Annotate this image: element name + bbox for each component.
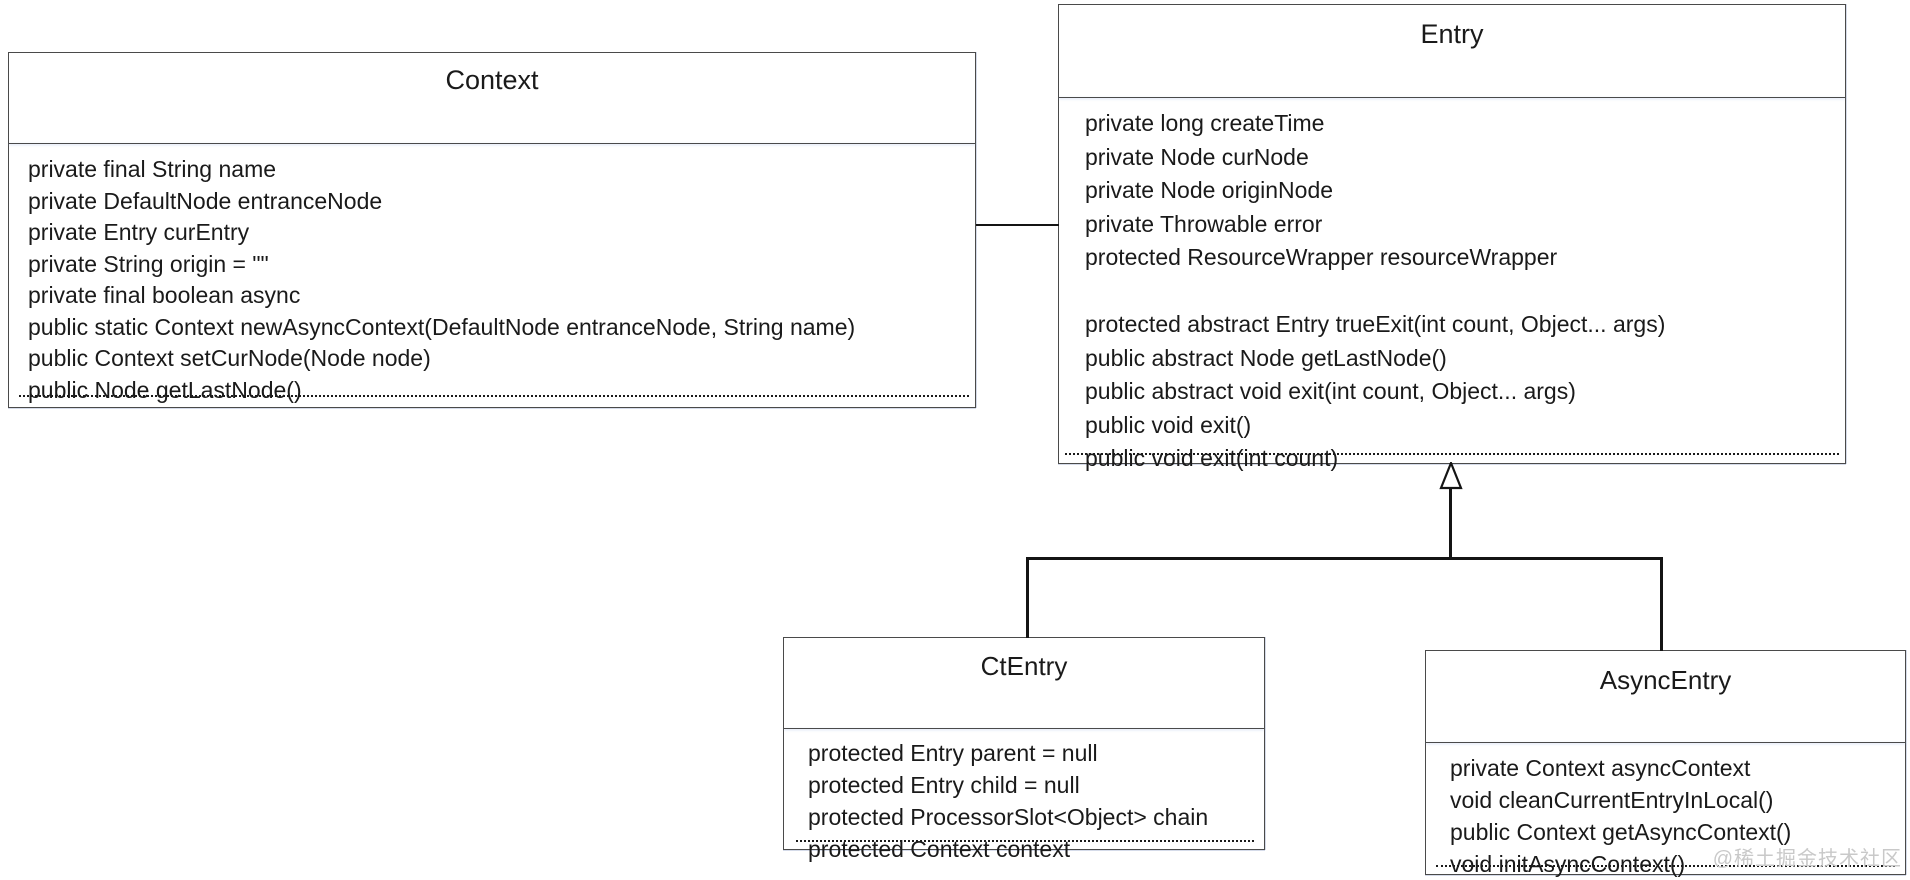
generalization-branch-asyncentry xyxy=(1660,557,1663,651)
class-member: protected Context context xyxy=(808,836,1071,862)
class-member: private Node originNode xyxy=(1085,177,1334,203)
class-member: public abstract void exit(int count, Obj… xyxy=(1085,378,1576,404)
class-members-entry: private long createTime private Node cur… xyxy=(1059,98,1845,476)
class-member: private long createTime xyxy=(1085,110,1325,136)
class-member: public abstract Node getLastNode() xyxy=(1085,344,1447,371)
class-members-context: private final String name private Defaul… xyxy=(9,144,975,406)
class-member: private Entry curEntry xyxy=(28,219,250,245)
class-divider-context xyxy=(9,143,975,144)
class-member: public Node getLastNode() xyxy=(28,376,302,403)
generalization-arrowhead-icon xyxy=(1439,462,1463,490)
class-member: private Node curNode xyxy=(1085,143,1309,170)
class-member: protected abstract Entry trueExit(int co… xyxy=(1085,311,1666,337)
class-box-asyncentry[interactable]: AsyncEntry private Context asyncContext … xyxy=(1425,650,1906,877)
class-box-ctentry[interactable]: CtEntry protected Entry parent = null pr… xyxy=(783,637,1265,862)
class-member: protected Entry parent = null xyxy=(808,740,1098,766)
class-member: public static Context newAsyncContext(De… xyxy=(28,313,856,340)
generalization-branch-ctentry xyxy=(1026,557,1029,638)
class-members-ctentry: protected Entry parent = null protected … xyxy=(784,729,1264,865)
class-box-entry[interactable]: Entry private long createTime private No… xyxy=(1058,4,1846,471)
class-member: public void exit() xyxy=(1085,411,1252,438)
class-bottom-dashed-rule xyxy=(1436,865,1895,867)
class-member: void cleanCurrentEntryInLocal() xyxy=(1450,787,1774,813)
class-divider-ctentry xyxy=(784,728,1264,729)
class-member: private final boolean async xyxy=(28,282,301,308)
class-member: void initAsyncContext() xyxy=(1450,851,1686,877)
class-title-ctentry: CtEntry xyxy=(980,651,1068,681)
class-box-context[interactable]: Context private final String name privat… xyxy=(8,52,976,408)
watermark-text: @稀土掘金技术社区 xyxy=(1712,848,1902,870)
generalization-bar xyxy=(1026,557,1663,560)
class-member: public Context setCurNode(Node node) xyxy=(28,345,431,371)
class-title-entry: Entry xyxy=(1420,19,1484,49)
class-member: private String origin = "" xyxy=(28,250,269,277)
generalization-stem-to-entry xyxy=(1449,487,1452,559)
class-member: protected ProcessorSlot<Object> chain xyxy=(808,804,1209,830)
class-member: protected ResourceWrapper resourceWrappe… xyxy=(1085,244,1558,270)
class-member: private Throwable error xyxy=(1085,210,1323,237)
class-bottom-dashed-rule xyxy=(19,395,969,397)
class-divider-asyncentry xyxy=(1426,742,1905,743)
class-member: public Context getAsyncContext() xyxy=(1450,819,1792,845)
association-line-context-entry xyxy=(976,224,1059,226)
class-members-asyncentry: private Context asyncContext void cleanC… xyxy=(1426,743,1905,880)
class-title-asyncentry: AsyncEntry xyxy=(1599,665,1732,695)
class-bottom-dashed-rule xyxy=(796,840,1254,842)
class-member: private final String name xyxy=(28,156,277,182)
class-member: public void exit(int count) xyxy=(1085,445,1339,471)
class-member: private DefaultNode entranceNode xyxy=(28,187,383,214)
class-member: private Context asyncContext xyxy=(1450,755,1751,781)
class-divider-entry xyxy=(1059,97,1845,98)
class-bottom-dashed-rule xyxy=(1065,453,1839,455)
class-member-spacer xyxy=(1085,275,1845,309)
class-member: protected Entry child = null xyxy=(808,772,1080,798)
class-title-context: Context xyxy=(445,65,539,95)
